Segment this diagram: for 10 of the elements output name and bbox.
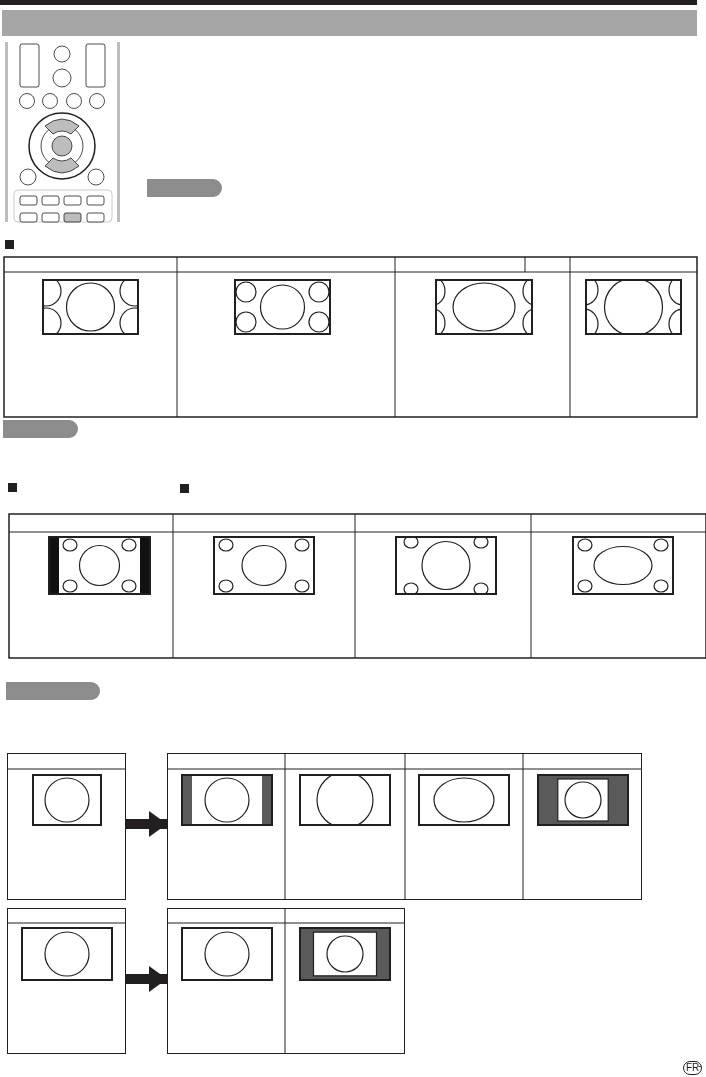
block-arrow <box>126 811 167 837</box>
section-tab <box>6 682 100 700</box>
block-arrow <box>126 966 167 992</box>
table-frame <box>167 908 405 1054</box>
section-tab <box>147 179 222 197</box>
dash-text: - <box>698 1060 702 1072</box>
panel-box <box>7 908 126 1054</box>
panel-box <box>7 753 126 900</box>
section-tab <box>3 420 78 438</box>
table-frame <box>167 753 642 900</box>
